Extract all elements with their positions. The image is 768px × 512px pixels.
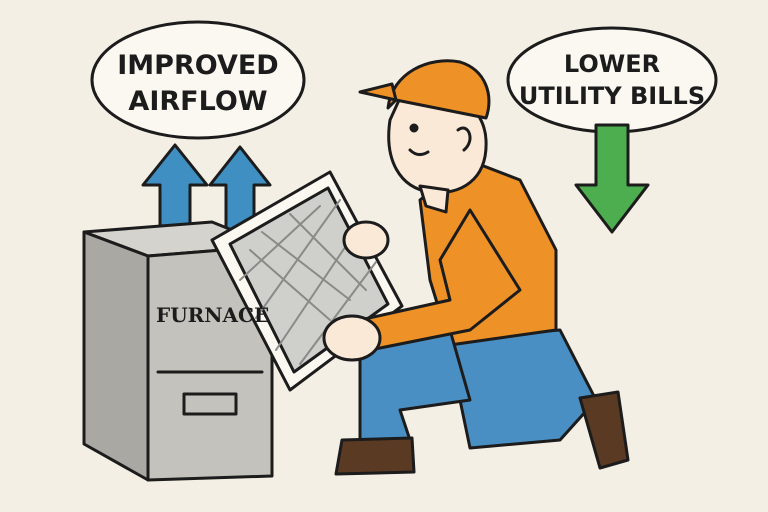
bubble-line-1: IMPROVED bbox=[117, 50, 278, 81]
down-arrow-icon bbox=[574, 123, 650, 234]
bubble-line-2: UTILITY BILLS bbox=[519, 82, 705, 110]
furnace bbox=[82, 220, 274, 482]
bubble-line-2: AIRFLOW bbox=[128, 86, 267, 117]
improved-airflow-bubble bbox=[90, 20, 306, 140]
furnace-label: FURNACE bbox=[156, 303, 269, 327]
technician bbox=[210, 59, 630, 476]
bubble-line-1: LOWER bbox=[564, 50, 660, 78]
lower-bills-bubble bbox=[506, 26, 718, 134]
